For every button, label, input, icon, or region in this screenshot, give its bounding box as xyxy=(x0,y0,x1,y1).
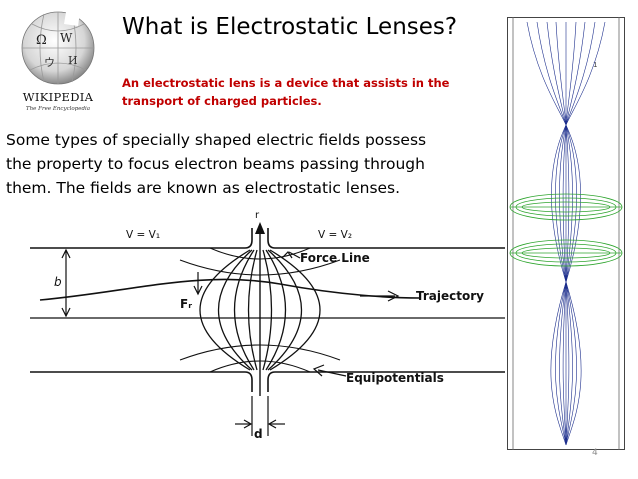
label-b: b xyxy=(54,275,62,289)
svg-text:ウ: ウ xyxy=(44,56,55,69)
trajectory-line xyxy=(39,278,421,301)
body-line: the property to focus electron beams pas… xyxy=(6,155,425,173)
page-number: 4 xyxy=(592,448,598,458)
svg-text:W: W xyxy=(60,31,73,45)
slide-title: What is Electrostatic Lenses? xyxy=(122,14,458,40)
label-v1: V = V₁ xyxy=(126,229,160,241)
label-v2: V = V₂ xyxy=(318,229,352,241)
upper-electrode-right xyxy=(267,228,505,249)
beam-simulation-image: 1 xyxy=(507,17,625,450)
label-r: r xyxy=(255,210,260,221)
label-d: d xyxy=(254,427,263,441)
svg-text:Ω: Ω xyxy=(36,33,47,48)
label-fr: Fᵣ xyxy=(180,297,192,311)
electron-beam-rays xyxy=(526,21,606,446)
lower-electrode-left xyxy=(30,371,253,392)
wikipedia-tagline: The Free Encyclopedia xyxy=(26,106,90,112)
wikipedia-logo: Ω W ウ И WIKIPEDIA The Free Encyclopedia xyxy=(21,11,95,112)
body-line: them. The fields are known as electrosta… xyxy=(6,179,401,197)
callout-line: An electrostatic lens is a device that a… xyxy=(122,76,450,90)
body-line: Some types of specially shaped electric … xyxy=(6,131,427,149)
callout-line: transport of charged particles. xyxy=(122,94,322,108)
upper-electrode-left xyxy=(30,228,253,249)
body-paragraph: Some types of specially shaped electric … xyxy=(6,128,506,200)
label-trajectory: Trajectory xyxy=(416,289,484,303)
label-force-line: Force Line xyxy=(300,251,370,265)
lower-electrode-right xyxy=(267,371,505,392)
label-equipotentials: Equipotentials xyxy=(346,371,444,385)
lens-field-lines xyxy=(509,193,623,267)
definition-callout: An electrostatic lens is a device that a… xyxy=(122,74,462,110)
sim-corner-label: 1 xyxy=(593,61,597,69)
puzzle-globe-icon: Ω W ウ И xyxy=(21,11,95,85)
wikipedia-wordmark: WIKIPEDIA xyxy=(23,90,94,104)
equipotential-lines xyxy=(199,249,321,371)
svg-text:И: И xyxy=(68,54,78,67)
lens-diagram: r V = V₁ V = V₂ Force Line Trajectory b … xyxy=(30,210,505,441)
